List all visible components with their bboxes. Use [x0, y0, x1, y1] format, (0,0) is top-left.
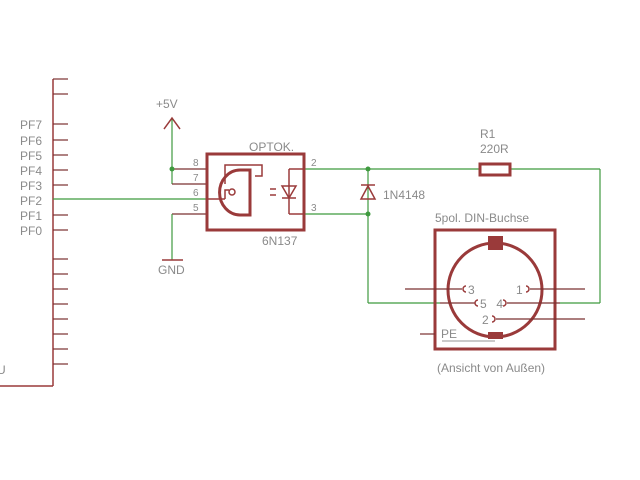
pin-label-pf6: PF6 [20, 134, 42, 148]
pin-number: 8 [193, 158, 199, 169]
wires [53, 118, 601, 304]
din-pin-3: 3 [468, 283, 475, 297]
pin-label-pf7: PF7 [20, 118, 42, 132]
pin-number: 6 [193, 188, 199, 199]
pin-label-pf1: PF1 [20, 209, 42, 223]
part-value: 1N4148 [383, 188, 425, 202]
junction-dot [365, 166, 371, 172]
junction-dot [169, 166, 175, 172]
pe-label: PE [441, 327, 457, 341]
microcontroller: PF7 PF6 PF5 PF4 PF3 PF2 PF1 PF0 U [0, 78, 68, 387]
part-name: OPTOK. [249, 140, 294, 154]
din-pin-4: 4 [496, 297, 503, 311]
pin-label-pf0: PF0 [20, 224, 42, 238]
pin-label-pf4: PF4 [20, 164, 42, 178]
mcu-label: U [0, 363, 6, 377]
pin-label-pf5: PF5 [20, 149, 42, 163]
junction-dot [365, 211, 371, 217]
din-socket: 3 1 5 4 2 PE 5pol. DIN-Buchse (Ansicht v… [405, 211, 585, 375]
gnd-label: GND [158, 263, 185, 277]
vcc-symbol: +5V [156, 97, 181, 130]
din-title: 5pol. DIN-Buchse [435, 211, 529, 225]
din-pin-1: 1 [516, 283, 523, 297]
part-value: 6N137 [262, 234, 298, 248]
diode-1n4148: 1N4148 [359, 184, 425, 202]
vcc-label: +5V [156, 97, 178, 111]
din-pin-5: 5 [480, 297, 487, 311]
pin-label-pf3: PF3 [20, 179, 42, 193]
part-name: R1 [480, 127, 496, 141]
pin-number: 2 [311, 158, 317, 169]
resistor-r1: R1 220R [478, 127, 512, 177]
gnd-symbol: GND [158, 259, 185, 277]
din-caption: (Ansicht von Außen) [437, 361, 545, 375]
part-value: 220R [480, 142, 509, 156]
pin-number: 5 [193, 203, 199, 214]
pin-label-pf2: PF2 [20, 194, 42, 208]
din-pin-2: 2 [482, 313, 489, 327]
pin-number: 3 [311, 203, 317, 214]
optocoupler-6n137: 8 7 6 5 2 3 OPTOK. 6N137 [193, 140, 317, 248]
pin-number: 7 [193, 173, 199, 184]
